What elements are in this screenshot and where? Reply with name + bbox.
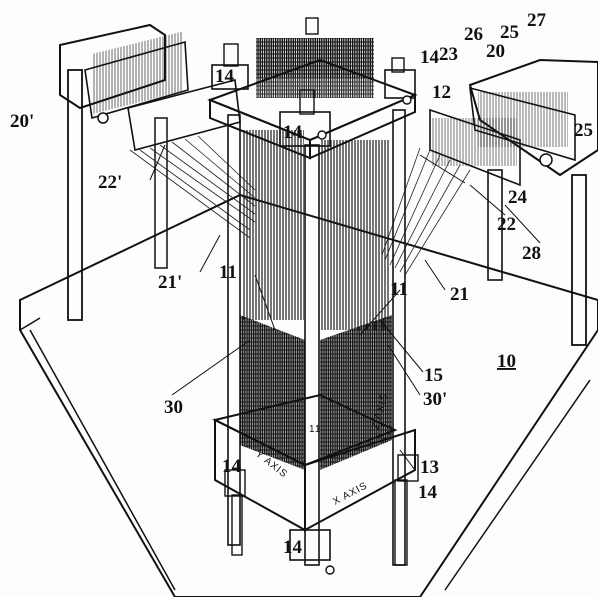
right-rack-knob [539,153,553,167]
label-25-top: 25 [500,22,519,43]
label-20: 20 [486,41,505,62]
right-rack [381,58,598,346]
label-14-bottom-left: 14 [222,456,242,477]
x-axis-label: X AXIS [331,480,369,507]
label-26: 26 [464,24,483,45]
top-clamps [211,17,416,147]
left-rack [59,23,256,321]
label-14-bottom-center: 14 [283,537,303,558]
label-30-prime: 30' [423,389,447,410]
label-25-right: 25 [574,120,593,141]
bottom-plate [212,393,419,575]
label-22-prime: 22' [98,172,122,193]
base-board [19,193,598,597]
dense-fiber-block [240,315,392,470]
small-mark: 11 [309,424,321,435]
label-28: 28 [522,243,541,264]
leader-lines [149,144,541,471]
label-13: 13 [420,457,439,478]
label-21-prime: 21' [158,272,182,293]
label-12: 12 [432,82,451,103]
left-rack-knob [97,112,109,124]
label-27: 27 [527,10,547,31]
label-14-top-center: 14 [283,122,303,143]
label-24: 24 [508,187,528,208]
label-21: 21 [450,284,469,305]
label-14-top-left: 14 [215,66,235,87]
label-14-bottom-right: 14 [418,482,438,503]
label-22: 22 [497,214,516,235]
label-30: 30 [164,397,183,418]
label-20-prime: 20' [10,111,34,132]
label-15: 15 [424,365,443,386]
label-14-top-right: 14 [420,47,440,68]
label-23: 23 [439,44,458,65]
label-11-right: 11 [390,279,408,300]
label-10: 10 [497,351,516,372]
label-11-left: 11 [219,262,237,283]
